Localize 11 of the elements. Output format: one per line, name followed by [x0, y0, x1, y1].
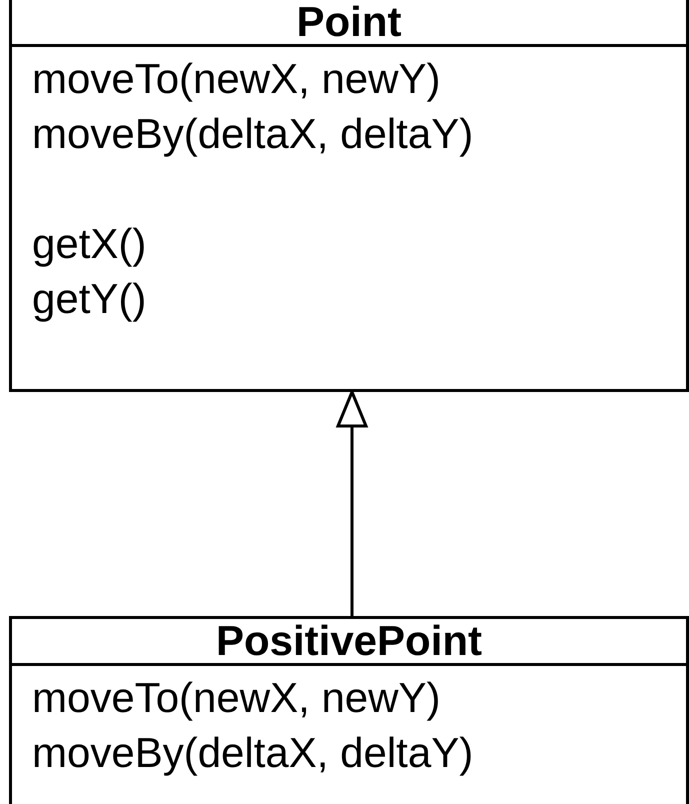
- class-box: [9, 616, 689, 804]
- method-text: getX(): [31, 219, 148, 269]
- method-text: moveTo(newX, newY): [31, 54, 442, 104]
- method-text: moveTo(newX, newY): [31, 673, 442, 723]
- class-name: Point: [12, 0, 686, 47]
- method-text: moveBy(deltaX, deltaY): [31, 728, 474, 778]
- method-text: moveBy(deltaX, deltaY): [31, 109, 474, 159]
- method-text: getY(): [31, 274, 148, 324]
- class-name: PositivePoint: [12, 619, 686, 666]
- class-box: [9, 0, 689, 392]
- inheritance-arrow: [336, 390, 368, 616]
